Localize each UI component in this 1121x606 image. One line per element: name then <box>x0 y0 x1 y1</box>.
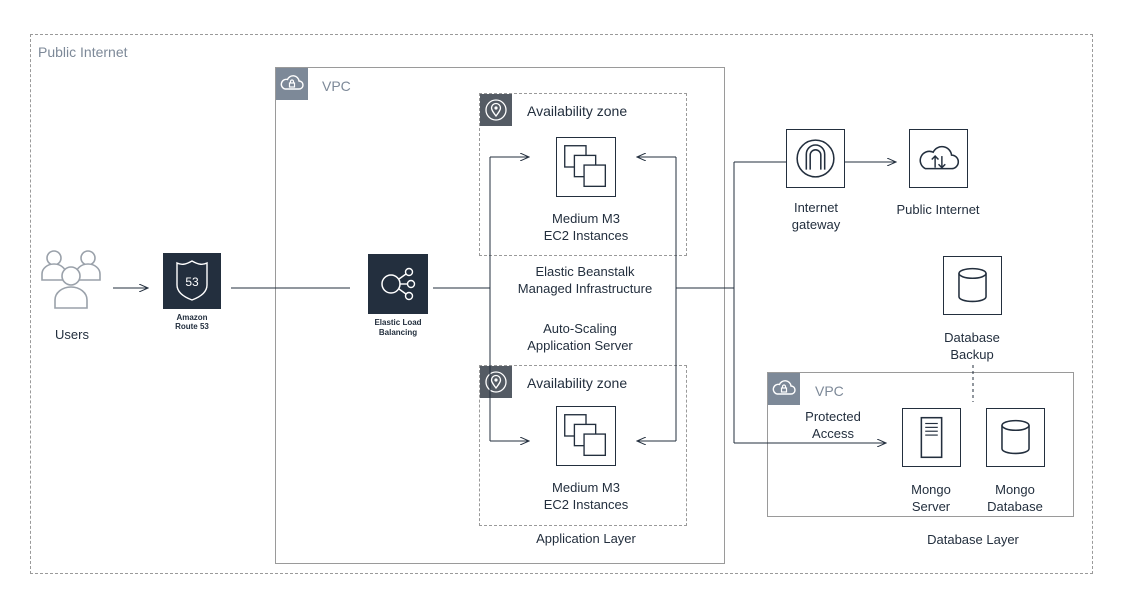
mongo-db-label-line1: Mongo <box>995 482 1035 497</box>
autoscaling-label-line1: Auto-Scaling <box>543 321 617 336</box>
elb-label-line1: Elastic Load <box>374 318 422 327</box>
ec2-top-label-line2: EC2 Instances <box>543 228 629 243</box>
az-top-label: Availability zone <box>527 103 628 119</box>
ec2-bottom-label-line1: Medium M3 <box>552 480 620 495</box>
internet-gateway-label-line2: gateway <box>791 217 841 232</box>
application-layer-label: Application Layer <box>536 531 636 546</box>
db-backup-label-line1: Database <box>944 330 1000 345</box>
vpc-db-label: VPC <box>815 383 844 399</box>
location-pin-icon <box>480 366 512 398</box>
mongo-server-label-line1: Mongo <box>911 482 951 497</box>
route53-label-line1: Amazon <box>176 313 208 322</box>
mongo-db-label-line2: Database <box>987 499 1043 514</box>
elb-icon <box>368 254 428 314</box>
public-internet-region <box>30 34 1093 574</box>
server-icon <box>902 408 961 467</box>
database-icon <box>943 256 1002 315</box>
az-bottom-region <box>479 365 687 526</box>
database-layer-label: Database Layer <box>927 532 1019 547</box>
cloud-lock-icon <box>276 68 308 100</box>
autoscaling-label-line2: Application Server <box>527 338 633 353</box>
ec2-instances-icon <box>556 137 616 197</box>
beanstalk-label-line2: Managed Infrastructure <box>517 281 653 296</box>
protected-access-label-line1: Protected <box>805 409 861 424</box>
public-internet-node-label: Public Internet <box>896 202 980 217</box>
cloud-icon <box>909 129 968 188</box>
az-bottom-label: Availability zone <box>527 375 628 391</box>
db-backup-label-line2: Backup <box>950 347 994 362</box>
route53-badge-text: 53 <box>185 275 199 289</box>
mongo-server-label-line2: Server <box>911 499 951 514</box>
internet-gateway-label-line1: Internet <box>793 200 839 215</box>
protected-access-label-line2: Access <box>812 426 854 441</box>
database-icon <box>986 408 1045 467</box>
users-icon <box>40 246 104 310</box>
internet-gateway-icon <box>786 129 845 188</box>
route53-label-line2: Route 53 <box>175 322 209 331</box>
vpc-main-region <box>275 67 725 564</box>
ec2-bottom-label-line2: EC2 Instances <box>543 497 629 512</box>
vpc-db-region <box>767 372 1074 517</box>
cloud-lock-icon <box>768 373 800 405</box>
location-pin-icon <box>480 94 512 126</box>
ec2-top-label-line1: Medium M3 <box>552 211 620 226</box>
az-top-region <box>479 93 687 256</box>
public-internet-region-label: Public Internet <box>38 44 128 60</box>
route53-icon: 53 <box>163 253 221 309</box>
users-label: Users <box>55 327 89 342</box>
ec2-instances-icon <box>556 406 616 466</box>
beanstalk-label-line1: Elastic Beanstalk <box>535 264 635 279</box>
elb-label-line2: Balancing <box>378 328 418 337</box>
vpc-main-label: VPC <box>322 78 351 94</box>
